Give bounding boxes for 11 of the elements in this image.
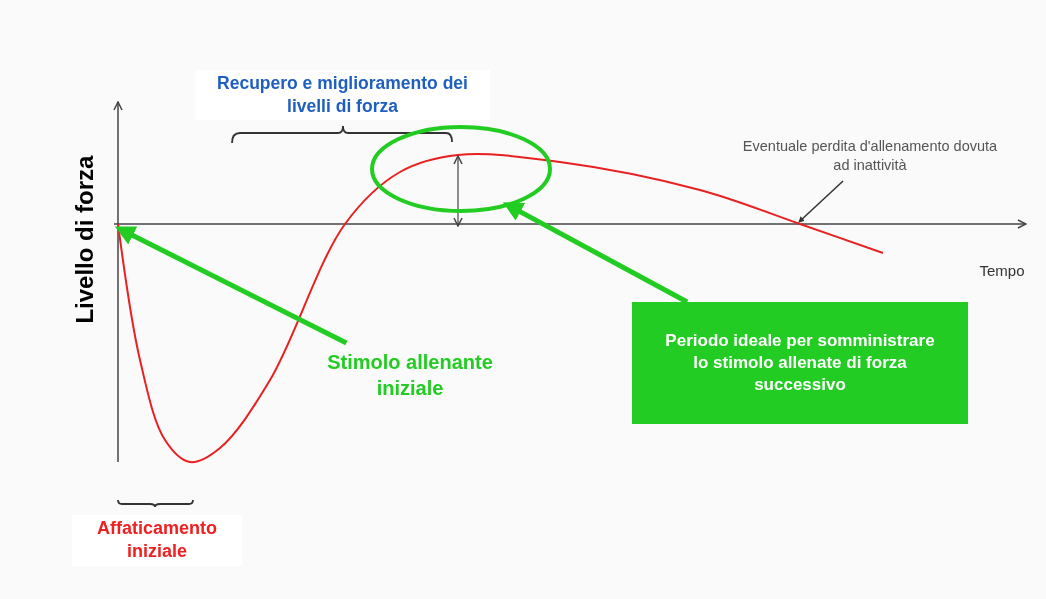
ellipse-highlight bbox=[370, 125, 552, 213]
leader-arrow bbox=[798, 180, 844, 223]
bracket-label: Affaticamento iniziale bbox=[72, 515, 242, 566]
annotation-text: Stimolo allenante iniziale bbox=[290, 343, 530, 407]
leader-arrow bbox=[114, 226, 348, 346]
callout-box: Periodo ideale per somministrare lo stimolo allenate di forza successivo bbox=[632, 302, 968, 424]
annotation-text: Eventuale perdita d'allenamento dovuta ad inattività bbox=[700, 131, 1040, 181]
bracket-label: Recupero e miglioramento dei livelli di forza bbox=[195, 70, 490, 120]
axis-title: Tempo bbox=[978, 261, 1026, 281]
leader-arrow bbox=[502, 202, 689, 305]
axis-title: Livello di forza bbox=[70, 154, 100, 326]
